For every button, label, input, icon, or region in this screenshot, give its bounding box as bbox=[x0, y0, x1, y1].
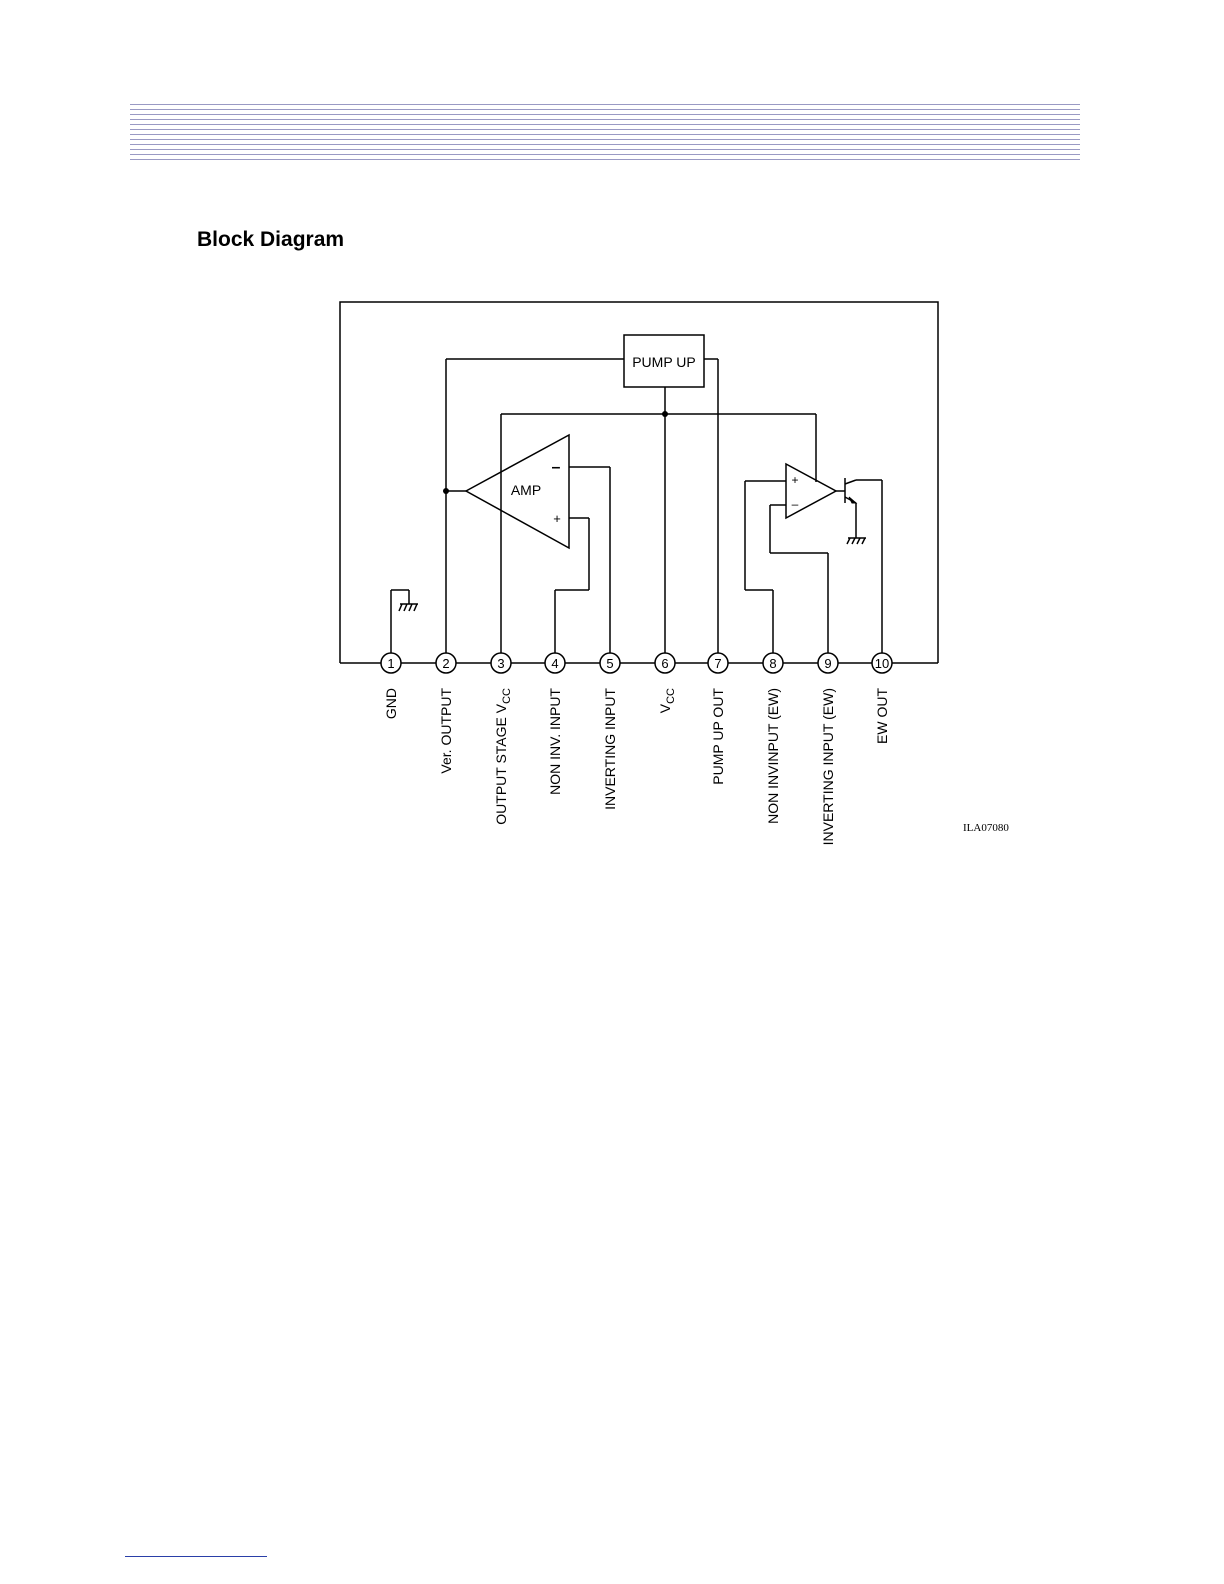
junction-dot bbox=[443, 488, 449, 494]
amp-minus-sign: – bbox=[552, 459, 561, 476]
pin: 3 OUTPUT STAGE VCC bbox=[491, 653, 513, 825]
pin-label: Ver. OUTPUT bbox=[438, 688, 454, 774]
pin: 6 VCC bbox=[655, 653, 677, 713]
footer-rule bbox=[125, 1556, 267, 1557]
figure-id: ILA07080 bbox=[963, 822, 1009, 834]
pin-number: 8 bbox=[769, 656, 776, 671]
pin: 5 INVERTING INPUT bbox=[600, 653, 620, 810]
pump-up-label: PUMP UP bbox=[632, 354, 696, 370]
pin-number: 6 bbox=[661, 656, 668, 671]
pin-number: 1 bbox=[387, 656, 394, 671]
pin-label: INVERTING INPUT bbox=[602, 688, 618, 810]
ew-minus-sign: – bbox=[792, 497, 799, 511]
pin-label: EW OUT bbox=[874, 688, 890, 744]
amp-label: AMP bbox=[511, 482, 541, 498]
pin: 10 EW OUT bbox=[872, 653, 892, 744]
pin-number: 2 bbox=[442, 656, 449, 671]
ew-plus-sign: + bbox=[791, 473, 798, 487]
pin-number: 3 bbox=[497, 656, 504, 671]
pin-label: NON INVINPUT (EW) bbox=[765, 688, 781, 824]
pin: 7 PUMP UP OUT bbox=[708, 653, 728, 785]
pin-label: GND bbox=[383, 688, 399, 719]
pin-label: VCC bbox=[657, 688, 677, 713]
pin-label: OUTPUT STAGE VCC bbox=[493, 688, 513, 825]
pin-number: 4 bbox=[551, 656, 558, 671]
pin-number: 10 bbox=[875, 656, 889, 671]
junction-dot bbox=[662, 411, 668, 417]
pin: 4 NON INV. INPUT bbox=[545, 653, 565, 795]
pin-label: INVERTING INPUT (EW) bbox=[820, 688, 836, 845]
pin: 2 Ver. OUTPUT bbox=[436, 653, 456, 774]
pin-number: 5 bbox=[606, 656, 613, 671]
pin-number: 7 bbox=[714, 656, 721, 671]
pin-label: PUMP UP OUT bbox=[710, 688, 726, 785]
pin: 8 NON INVINPUT (EW) bbox=[763, 653, 783, 824]
pin-number: 9 bbox=[824, 656, 831, 671]
amp-plus-sign: + bbox=[553, 511, 561, 526]
pin: 1 GND bbox=[381, 653, 401, 719]
pin-label: NON INV. INPUT bbox=[547, 688, 563, 795]
pin: 9 INVERTING INPUT (EW) bbox=[818, 653, 838, 845]
